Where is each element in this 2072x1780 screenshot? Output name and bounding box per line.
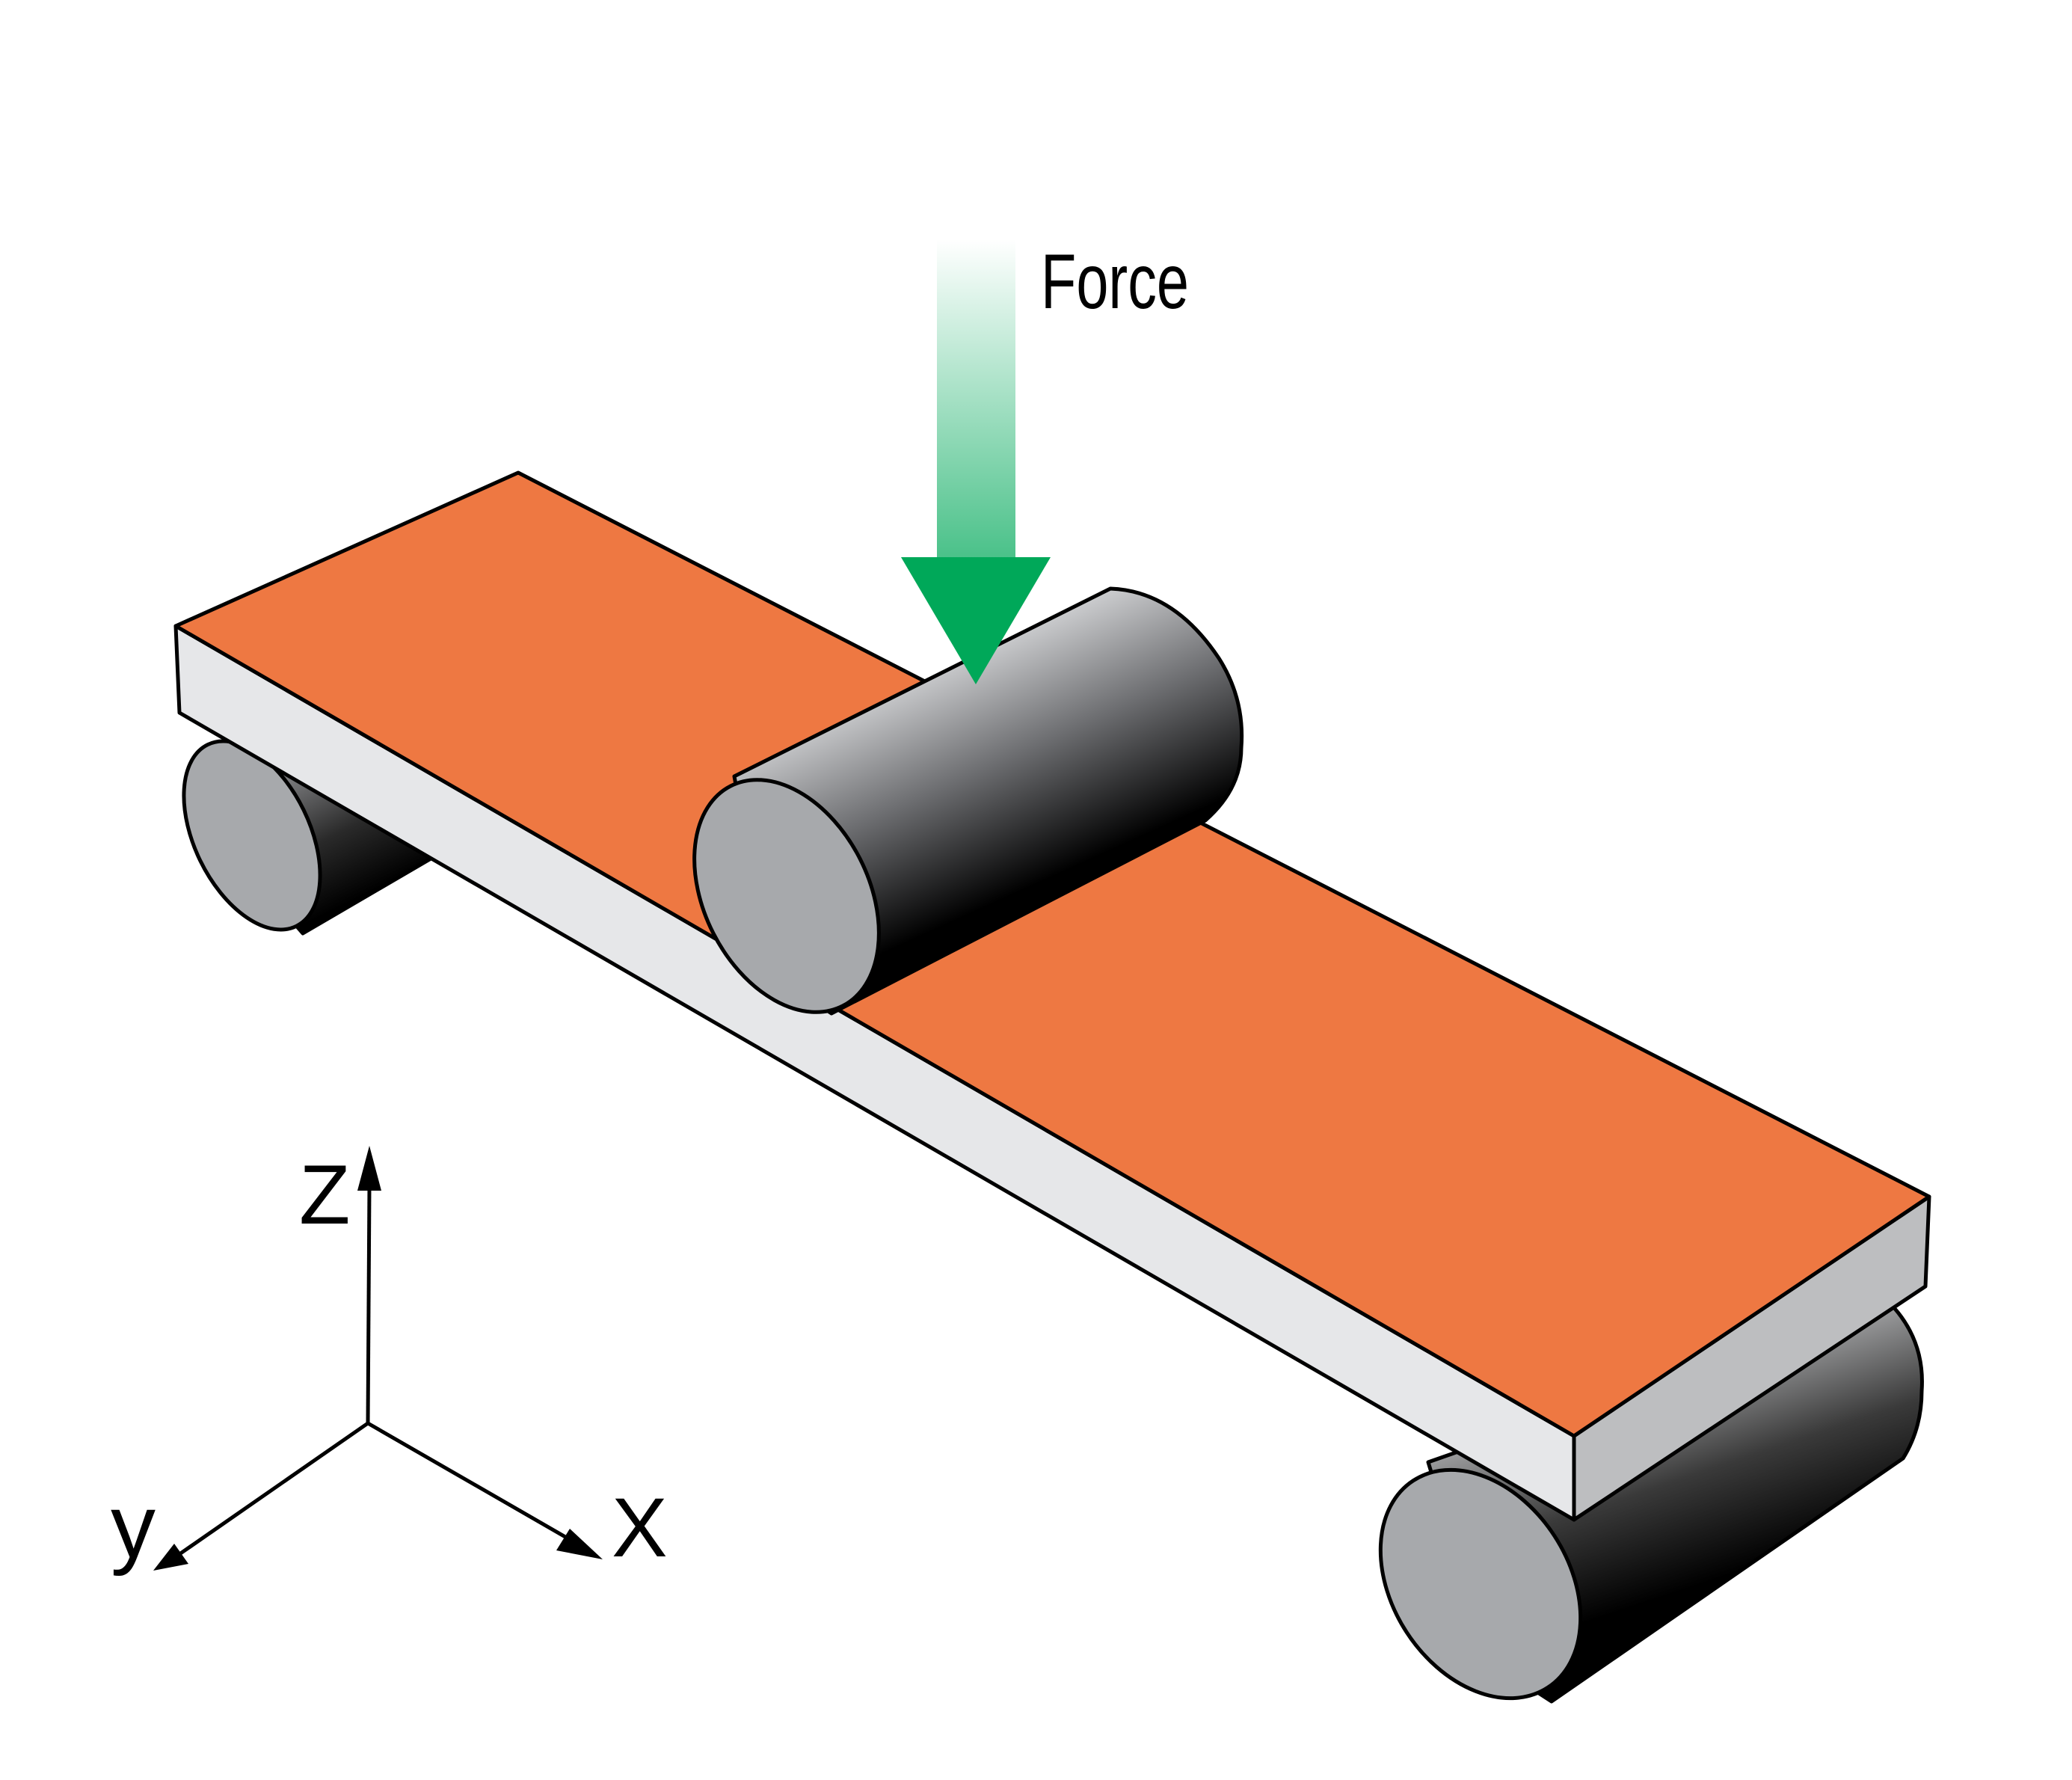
z-axis-label: Z: [299, 1148, 350, 1242]
left-roller-end-face: [182, 739, 322, 932]
y-axis-arrowhead: [153, 1544, 188, 1571]
xyz-axes-icon: [178, 1185, 577, 1556]
force-arrow: [901, 239, 1051, 684]
z-axis-line: [366, 1185, 372, 1424]
x-axis-line: [366, 1421, 577, 1545]
loading-roller-end-face: [692, 778, 881, 1014]
down-arrow-icon: [901, 557, 1051, 684]
x-axis-label: X: [612, 1481, 668, 1574]
right-support-roller: [1378, 1299, 1924, 1704]
y-axis-label: y: [111, 1476, 156, 1577]
z-axis-arrowhead: [357, 1146, 381, 1191]
specimen-top-face: [173, 470, 1931, 1438]
right-roller-end-face: [1378, 1467, 1583, 1701]
loading-roller: [692, 586, 1244, 1016]
specimen-plate: [173, 470, 1931, 1522]
force-arrow-shaft: [937, 239, 1015, 559]
y-axis-line: [178, 1421, 369, 1556]
x-axis-arrowhead: [556, 1529, 603, 1559]
force-label: Force: [1041, 239, 1189, 325]
